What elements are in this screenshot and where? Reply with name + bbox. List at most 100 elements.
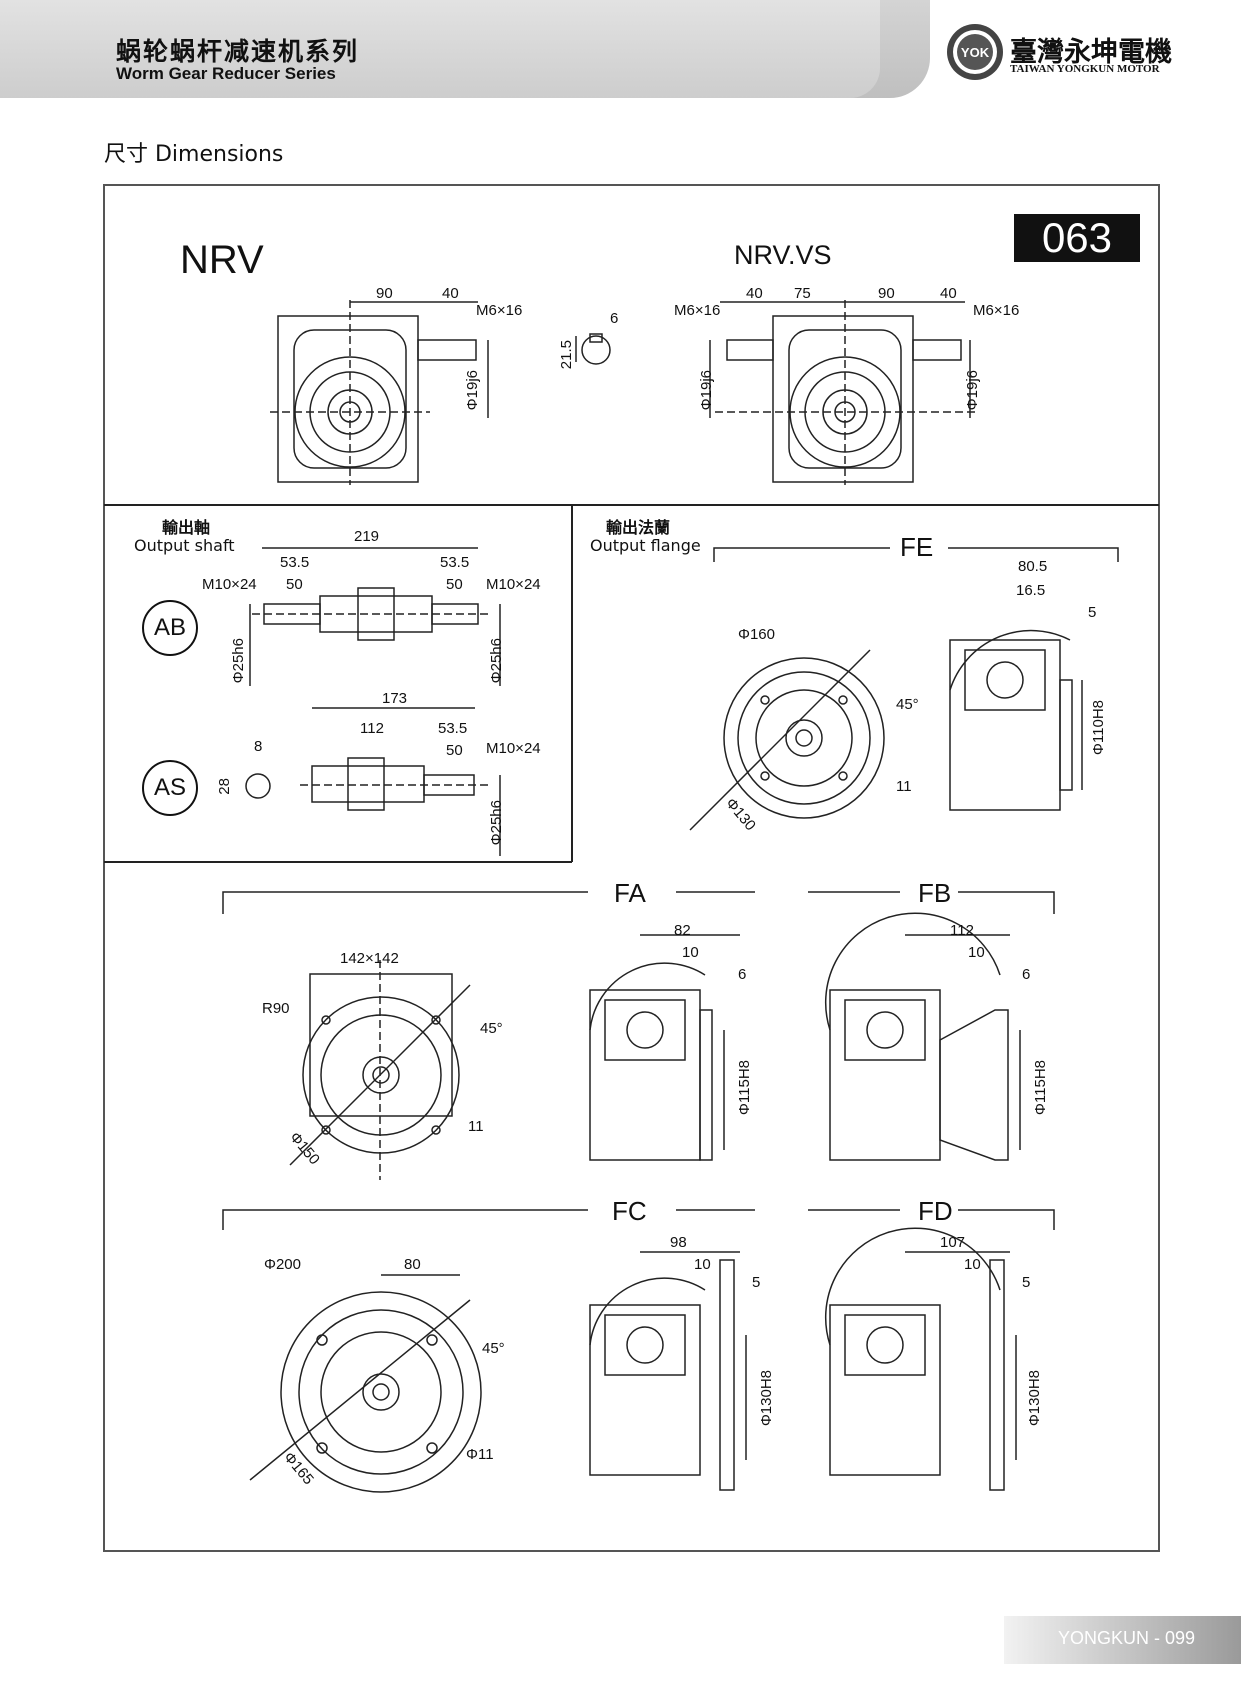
dim-fa-6: 6 [738,966,747,983]
dim-vs-phi19-right: Φ19j6 [964,370,981,411]
dim-ab-50-right: 50 [446,576,463,593]
dim-fb-10: 10 [968,944,985,961]
dim-ab-219: 219 [354,528,380,545]
dim-ab-53-5-right: 53.5 [440,554,470,571]
output-flange-title-cn: 輸出法蘭 [606,518,671,537]
dim-key-21-5: 21.5 [558,340,575,370]
nrv-vs-label: NRV.VS [734,240,832,270]
title-chinese: 蜗轮蜗杆减速机系列 [116,37,360,66]
dim-fa-142: 142×142 [340,950,399,967]
dim-fb-phi115: Φ115H8 [1032,1060,1049,1116]
fd-label: FD [918,1196,953,1226]
dim-ab-m10-left: M10×24 [202,576,257,593]
drawing-frame [103,184,1160,1552]
brand-chinese: 臺灣永坤電機 [1010,37,1172,68]
dim-fc-phi130: Φ130H8 [758,1370,775,1427]
output-shaft-title-cn: 輸出軸 [162,518,211,537]
dim-vs-40-right: 40 [940,285,957,302]
dim-nrv-90: 90 [376,285,393,302]
nrv-label: NRV [180,238,264,282]
dim-ab-50-left: 50 [286,576,303,593]
fd-side-drawing [824,1227,1017,1491]
dim-as-112: 112 [360,720,384,737]
dim-ab-phi25-right: Φ25h6 [488,638,505,684]
dim-fa-10: 10 [682,944,699,961]
fb-label: FB [918,878,952,908]
fe-drawing [689,547,1119,831]
dim-as-phi25: Φ25h6 [488,800,505,846]
dim-vs-m6-right: M6×16 [973,302,1020,319]
fc-front-drawing [249,1274,482,1493]
nrv-vs-drawing [709,300,975,485]
dim-fe-11: 11 [896,778,912,795]
dim-fc-98: 98 [670,1234,687,1251]
dim-fe-phi110: Φ110H8 [1090,700,1107,756]
title-english: Worm Gear Reducer Series [116,64,336,83]
dim-ab-phi25-left: Φ25h6 [230,638,247,684]
fa-side-drawing [589,934,740,1161]
dim-as-28: 28 [216,778,233,795]
page-footer: YONGKUN - 099 [1058,1628,1196,1648]
dim-fc-80: 80 [404,1256,421,1273]
dim-ab-53-5-left: 53.5 [280,554,310,571]
dim-fe-16-5: 16.5 [1016,582,1046,599]
dim-fa-11: 11 [468,1118,484,1135]
dim-fb-6: 6 [1022,966,1031,983]
dim-nrv-phi19: Φ19j6 [464,370,481,411]
dim-fa-45: 45° [480,1020,503,1037]
output-shaft-title-en: Output shaft [134,536,235,555]
key-detail [575,333,611,365]
yok-logo-icon: YOK [947,24,1003,80]
dim-fd-phi130: Φ130H8 [1026,1370,1043,1427]
dim-as-53-5: 53.5 [438,720,468,737]
dim-fe-5: 5 [1088,604,1097,621]
dim-fc-phi11: Φ11 [466,1446,494,1463]
logo-text: YOK [961,45,990,60]
dim-fc-5: 5 [752,1274,761,1291]
dim-fc-phi200: Φ200 [264,1256,301,1273]
dim-fe-80-5: 80.5 [1018,558,1048,575]
fb-side-drawing [824,912,1021,1161]
fe-label: FE [900,532,934,562]
as-badge: AS [142,760,198,816]
footer-band: YONGKUN - 099 [1004,1616,1241,1664]
dim-fa-r90: R90 [262,1000,290,1017]
header-band-inner [0,0,880,98]
dim-nrv-40: 40 [442,285,459,302]
fc-side-drawing [589,1251,747,1491]
dim-fe-45: 45° [896,696,919,713]
dim-nrv-m6: M6×16 [476,302,523,319]
dim-as-173: 173 [382,690,408,707]
dim-fa-phi115: Φ115H8 [736,1060,753,1116]
output-flange-title-en: Output flange [590,536,701,555]
dim-fd-107: 107 [940,1234,966,1251]
dim-vs-phi19-left: Φ19j6 [698,370,715,411]
dim-vs-75: 75 [794,285,811,302]
dim-fc-10: 10 [694,1256,711,1273]
dim-as-50: 50 [446,742,463,759]
dim-vs-90: 90 [878,285,895,302]
dim-ab-m10-right: M10×24 [486,576,541,593]
ab-shaft-drawing [249,547,501,686]
dim-fc-45: 45° [482,1340,505,1357]
dim-fa-82: 82 [674,922,691,939]
fa-front-drawing [289,960,471,1180]
dim-key-6: 6 [610,310,619,327]
dim-as-m10: M10×24 [486,740,541,757]
fa-label: FA [614,878,646,908]
dim-fe-phi160: Φ160 [738,626,775,643]
ab-badge: AB [142,600,198,656]
dim-vs-m6-left: M6×16 [674,302,721,319]
dim-as-8: 8 [254,738,263,755]
nrv-drawing [270,300,489,485]
fc-label: FC [612,1196,647,1226]
dim-fd-5: 5 [1022,1274,1031,1291]
dim-vs-40-left: 40 [746,285,763,302]
dim-fd-10: 10 [964,1256,981,1273]
section-title: 尺寸 Dimensions [104,142,284,167]
brand-english: TAIWAN YONGKUN MOTOR [1010,63,1160,75]
as-shaft-drawing [245,707,501,856]
dim-fb-112: 112 [950,922,974,939]
model-badge: 063 [1014,214,1140,262]
